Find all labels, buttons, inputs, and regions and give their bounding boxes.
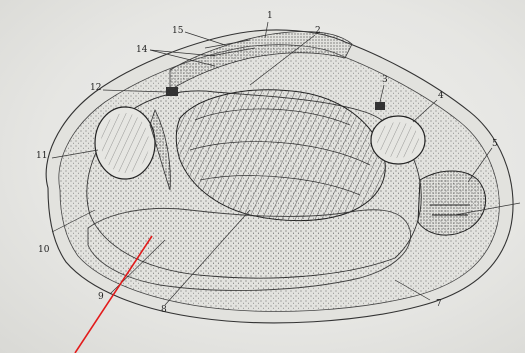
label-12: 12 bbox=[90, 84, 101, 93]
label-14: 14 bbox=[136, 46, 147, 55]
label-11: 11 bbox=[36, 152, 47, 161]
label-8: 8 bbox=[161, 306, 167, 315]
label-3: 3 bbox=[382, 76, 388, 85]
label-7: 7 bbox=[436, 300, 442, 309]
label-15: 15 bbox=[172, 27, 183, 36]
organ-12 bbox=[166, 87, 178, 96]
label-4: 4 bbox=[438, 92, 444, 101]
label-9: 9 bbox=[98, 293, 104, 302]
label-2: 2 bbox=[315, 27, 321, 36]
organ-3 bbox=[375, 102, 385, 110]
label-5: 5 bbox=[492, 140, 498, 149]
label-10: 10 bbox=[38, 246, 49, 255]
label-1: 1 bbox=[267, 12, 273, 21]
